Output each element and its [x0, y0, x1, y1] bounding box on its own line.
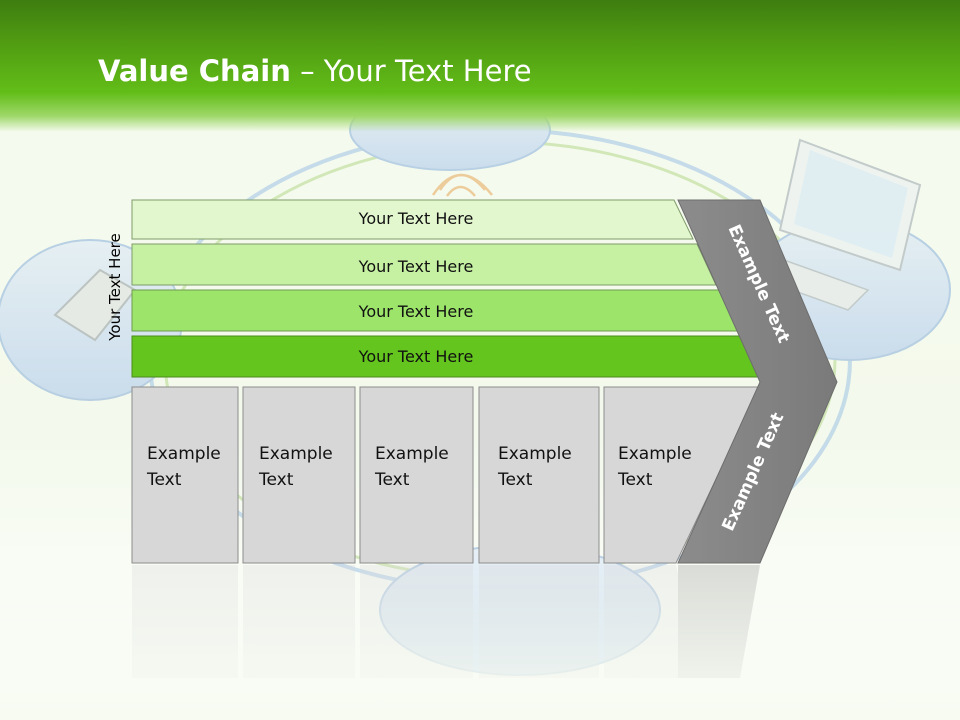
slide-title: Value Chain – Your Text Here: [98, 54, 532, 88]
primary-activities: Example Text Example Text Example Text E…: [131, 386, 761, 564]
primary-box-5-line-1: Example: [618, 444, 692, 464]
support-bar-4-label: Your Text Here: [358, 347, 474, 366]
title-bold: Value Chain: [98, 54, 291, 88]
support-bar-1: [131, 199, 694, 240]
primary-box-4-line-2: Text: [497, 470, 533, 490]
primary-box-4: [478, 386, 600, 564]
fingerprint-icon: [431, 173, 493, 197]
primary-box-3: [359, 386, 474, 564]
primary-box-5: [603, 386, 761, 564]
primary-box-2: [242, 386, 356, 564]
title-rest: – Your Text Here: [290, 54, 532, 88]
primary-box-4-line-1: Example: [498, 444, 572, 464]
header-bar: [0, 0, 960, 132]
side-label: Your Text Here: [106, 233, 124, 341]
primary-box-1-line-2: Text: [146, 470, 182, 490]
primary-box-5-line-2: Text: [617, 470, 653, 490]
support-activities: Your Text Here Your Text Here Your Text …: [131, 199, 764, 378]
computer-icon: [748, 138, 922, 311]
primary-box-3-line-2: Text: [374, 470, 410, 490]
support-bar-2-label: Your Text Here: [358, 257, 474, 276]
support-bar-3-label: Your Text Here: [358, 302, 474, 321]
support-bar-1-label: Your Text Here: [358, 209, 474, 228]
primary-box-2-line-1: Example: [259, 444, 333, 464]
primary-box-1: [131, 386, 239, 564]
primary-box-3-line-1: Example: [375, 444, 449, 464]
primary-box-2-line-2: Text: [258, 470, 294, 490]
primary-box-1-line-1: Example: [147, 444, 221, 464]
